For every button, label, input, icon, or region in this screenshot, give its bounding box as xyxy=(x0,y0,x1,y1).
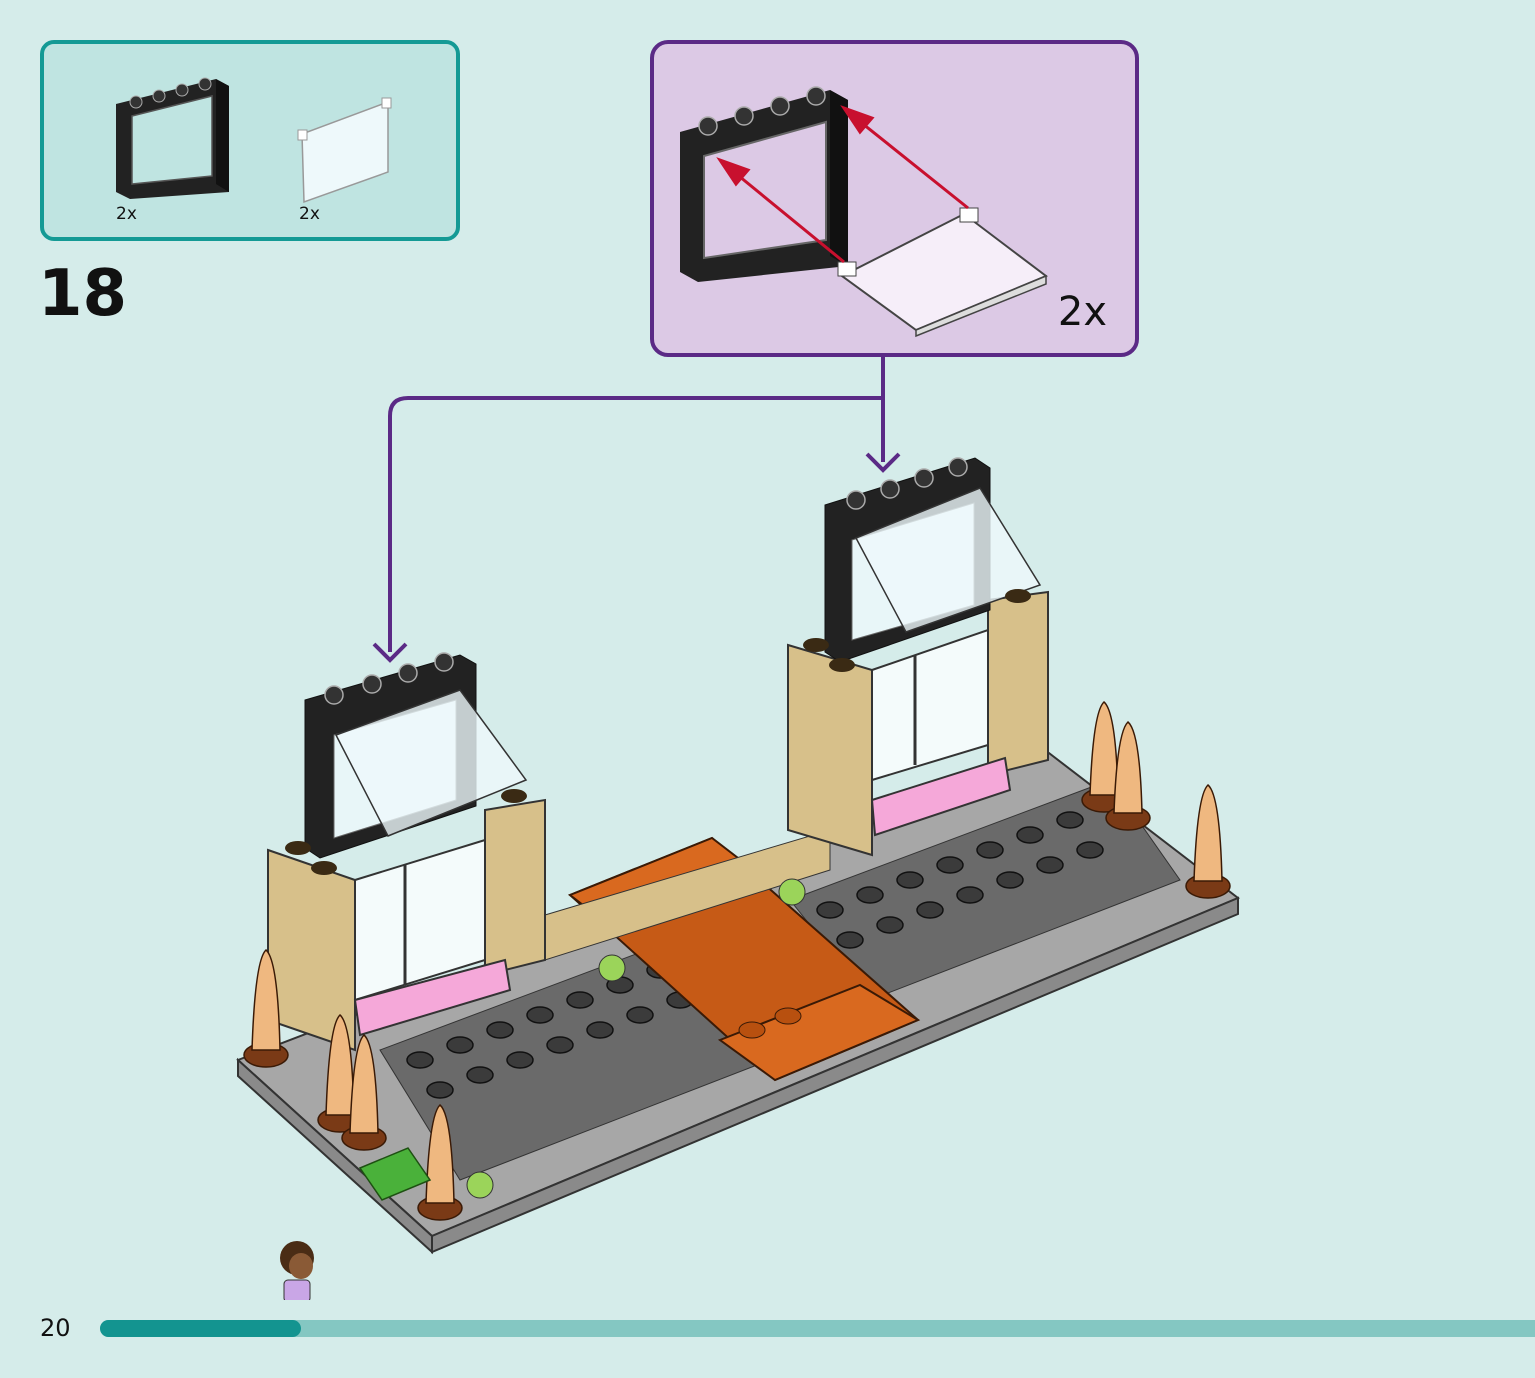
glass-pane-icon xyxy=(837,207,1048,338)
sub-assembly-callout: 2x xyxy=(650,40,1139,357)
insert-arrow-icon xyxy=(716,105,969,264)
page-number: 20 xyxy=(40,1314,71,1342)
frame-quantity: 2x xyxy=(116,204,137,224)
step-number: 18 xyxy=(38,257,128,331)
torch-decorations xyxy=(243,701,1231,1221)
parts-list-art xyxy=(116,77,392,204)
right-window-assembly xyxy=(787,457,1049,857)
sub-assembly-art xyxy=(680,86,1048,338)
main-build-illustration xyxy=(236,357,1240,1300)
progress-bar-track xyxy=(100,1320,1535,1337)
left-window-assembly xyxy=(267,652,546,1052)
window-frame-part-icon xyxy=(116,77,229,199)
placement-connector-lines xyxy=(372,357,901,663)
sub-assembly-multiplier: 2x xyxy=(1057,289,1107,335)
plant-decoration xyxy=(358,878,806,1201)
parts-list-box: 2x 2x xyxy=(40,40,460,241)
glass-pane-part-icon xyxy=(297,97,392,204)
studs xyxy=(406,811,1104,1099)
minifigure-progress-marker xyxy=(280,1241,314,1300)
glass-quantity: 2x xyxy=(299,204,320,224)
progress-bar-fill xyxy=(100,1320,301,1337)
